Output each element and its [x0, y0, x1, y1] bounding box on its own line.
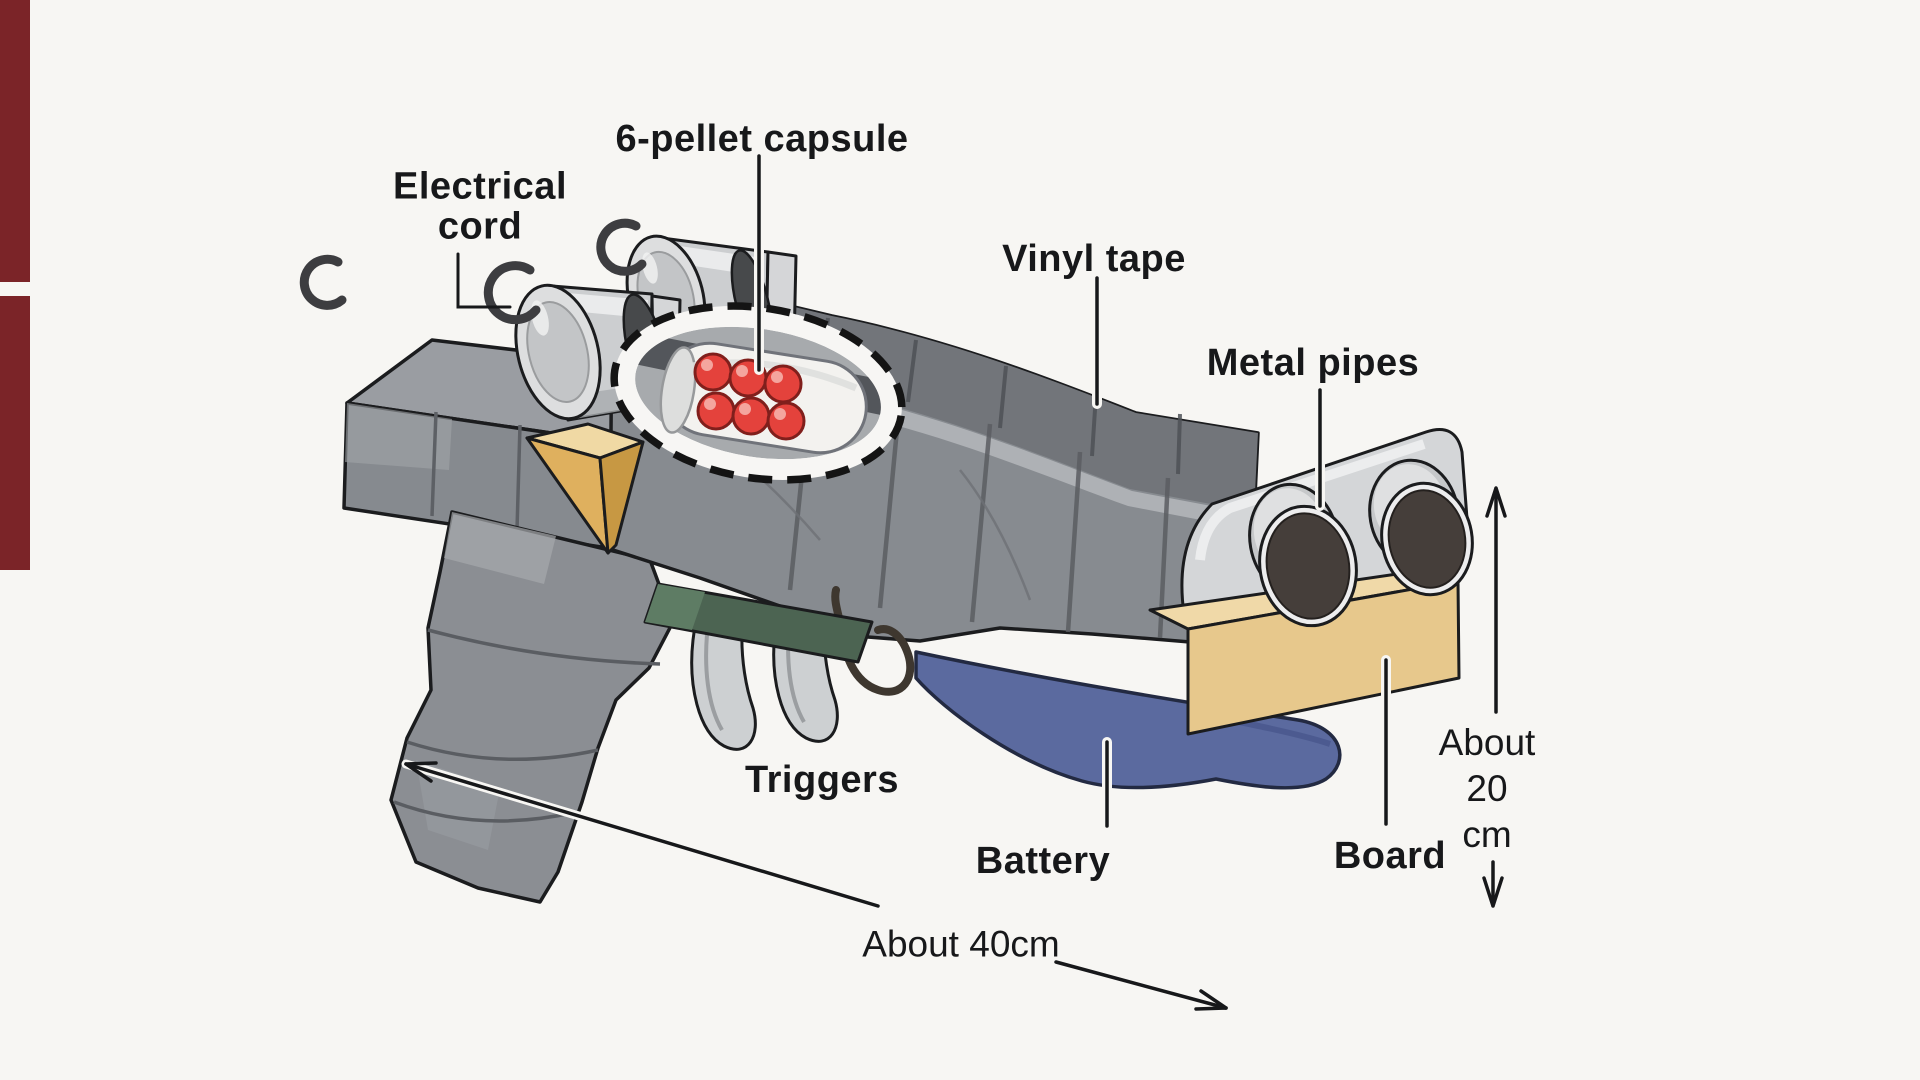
- dimension-height: About 20 cm: [1439, 720, 1536, 858]
- left-edge-red-strip-bottom: [0, 296, 30, 570]
- label-vinyl-tape: Vinyl tape: [1002, 237, 1186, 280]
- metal-pipes: [1248, 458, 1474, 628]
- height-arrow: [1491, 488, 1498, 904]
- length-arrow: [404, 762, 1228, 1010]
- label-electrical-cord-line2: cord: [437, 206, 523, 248]
- dimension-height-line3: cm: [1462, 813, 1512, 855]
- label-battery: Battery: [975, 839, 1111, 882]
- grip: [389, 510, 675, 904]
- dimension-height-line1: About: [1438, 722, 1536, 764]
- label-electrical-cord-line1: Electrical: [393, 165, 567, 208]
- label-board: Board: [1333, 834, 1447, 877]
- electrical-cord-leader: [456, 252, 512, 309]
- green-board: [643, 582, 874, 664]
- dimension-arrows: [401, 486, 1507, 1013]
- electrical-cord: [299, 218, 647, 325]
- label-electrical-cord: Electrical cord: [393, 165, 567, 248]
- label-metal-pipes: Metal pipes: [1206, 341, 1420, 384]
- wood-wedge: [525, 422, 645, 555]
- dimension-height-line2: 20: [1466, 768, 1508, 810]
- label-triggers: Triggers: [745, 758, 899, 801]
- leader-lines: [456, 151, 1391, 831]
- dimension-length: About 40cm: [862, 923, 1060, 965]
- label-pellet-capsule: 6-pellet capsule: [615, 117, 909, 160]
- left-edge-red-strip-top: [0, 0, 30, 282]
